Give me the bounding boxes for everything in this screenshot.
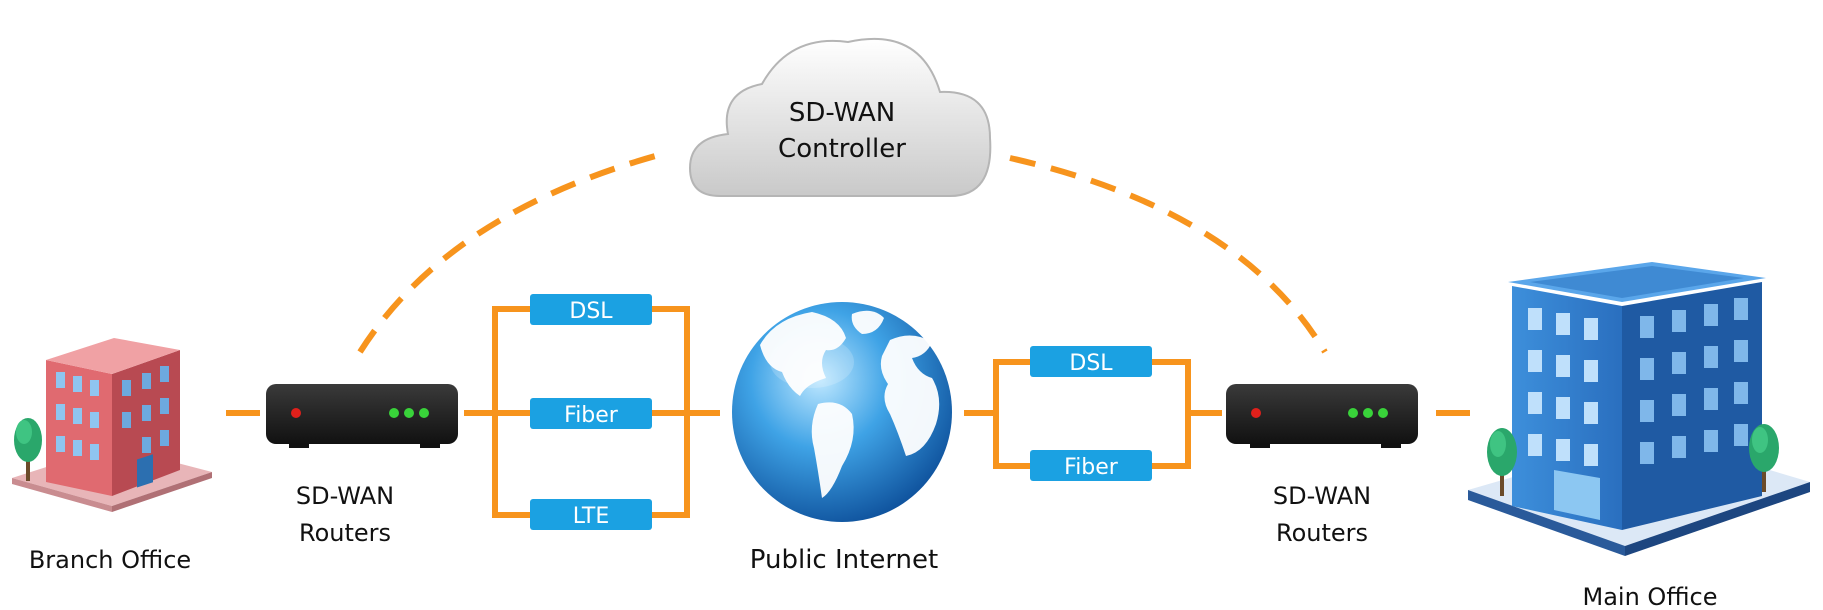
- main-office-label: Main Office: [1583, 583, 1718, 610]
- main-router-status-led-green-1: [1348, 408, 1358, 418]
- main-office-side-windows: [1640, 298, 1748, 464]
- branch-router-status-led-green-2: [404, 408, 414, 418]
- branch-link-lte: LTE: [530, 499, 652, 530]
- main-router-label-line1: SD-WAN: [1273, 482, 1371, 510]
- controller-link-left: [357, 149, 671, 354]
- branch-router-label-line1: SD-WAN: [296, 482, 394, 510]
- controller-label-line2: Controller: [778, 134, 906, 164]
- main-router-label-line2: Routers: [1276, 519, 1368, 547]
- main-link-fiber: Fiber: [1030, 450, 1152, 481]
- branch-router-icon: [266, 384, 458, 448]
- branch-link-fiber: Fiber: [530, 398, 652, 429]
- branch-router-status-led-green-3: [419, 408, 429, 418]
- main-link-dsl-label: DSL: [1069, 351, 1113, 376]
- main-router-status-led-red: [1251, 408, 1261, 418]
- controller-link-right: [1009, 155, 1328, 354]
- branch-office-label: Branch Office: [29, 546, 191, 574]
- branch-office-building-icon: [12, 338, 212, 512]
- main-router-status-led-green-3: [1378, 408, 1388, 418]
- main-router-status-led-green-2: [1363, 408, 1373, 418]
- globe-icon: [732, 302, 952, 522]
- branch-link-dsl: DSL: [530, 294, 652, 325]
- main-router-icon: [1226, 384, 1418, 448]
- branch-link-fiber-label: Fiber: [564, 403, 619, 428]
- main-link-dsl: DSL: [1030, 346, 1152, 377]
- branch-router-label-line2: Routers: [299, 519, 391, 547]
- branch-link-dsl-label: DSL: [569, 299, 613, 324]
- main-office-front-windows: [1528, 308, 1598, 466]
- public-internet-label: Public Internet: [750, 545, 938, 575]
- main-link-bracket: [964, 359, 1222, 469]
- branch-link-lte-label: LTE: [573, 504, 610, 529]
- main-office-building-icon: [1468, 262, 1810, 556]
- branch-link-bracket: [464, 306, 720, 518]
- branch-router-status-led-green-1: [389, 408, 399, 418]
- branch-router-status-led-red: [291, 408, 301, 418]
- cloud-icon: [688, 37, 992, 197]
- main-link-fiber-label: Fiber: [1064, 455, 1119, 480]
- controller-label-line1: SD-WAN: [789, 98, 895, 128]
